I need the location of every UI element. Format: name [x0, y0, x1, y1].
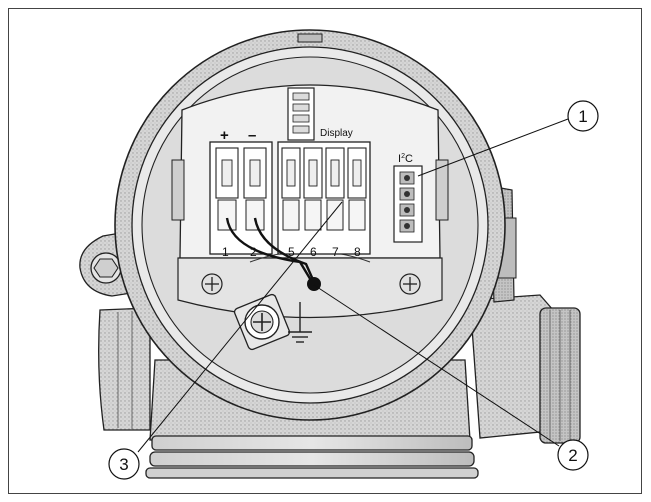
minus-label: – [248, 127, 256, 144]
i2c-label: I2C [398, 153, 413, 165]
terminal-block-right [277, 141, 371, 255]
left-cable-entry [98, 307, 151, 431]
i2c-connector [393, 165, 423, 243]
terminal-number-7: 7 [332, 245, 339, 259]
callout-3: 3 [108, 448, 140, 480]
screw-right [399, 273, 421, 295]
callout-1: 1 [567, 100, 599, 132]
ground-terminal [233, 293, 291, 351]
terminal-number-8: 8 [354, 245, 361, 259]
terminal-block-left [209, 141, 273, 255]
svg-text:3: 3 [119, 455, 128, 474]
terminal-number-6: 6 [310, 245, 317, 259]
plus-label: + [220, 127, 229, 144]
screw-left [201, 273, 223, 295]
ground-icon [288, 302, 312, 343]
diagram-frame [8, 8, 642, 494]
callout-2: 2 [557, 439, 589, 471]
terminal-number-5: 5 [288, 245, 295, 259]
terminal-number-1: 1 [222, 245, 229, 259]
display-connector [287, 87, 315, 141]
callout-leaders [137, 118, 569, 453]
cable-tie [307, 277, 321, 291]
connection-wires [225, 217, 321, 291]
terminal-number-2: 2 [250, 245, 257, 259]
svg-text:2: 2 [568, 446, 577, 465]
svg-text:1: 1 [578, 107, 587, 126]
display-label: Display [320, 128, 353, 139]
